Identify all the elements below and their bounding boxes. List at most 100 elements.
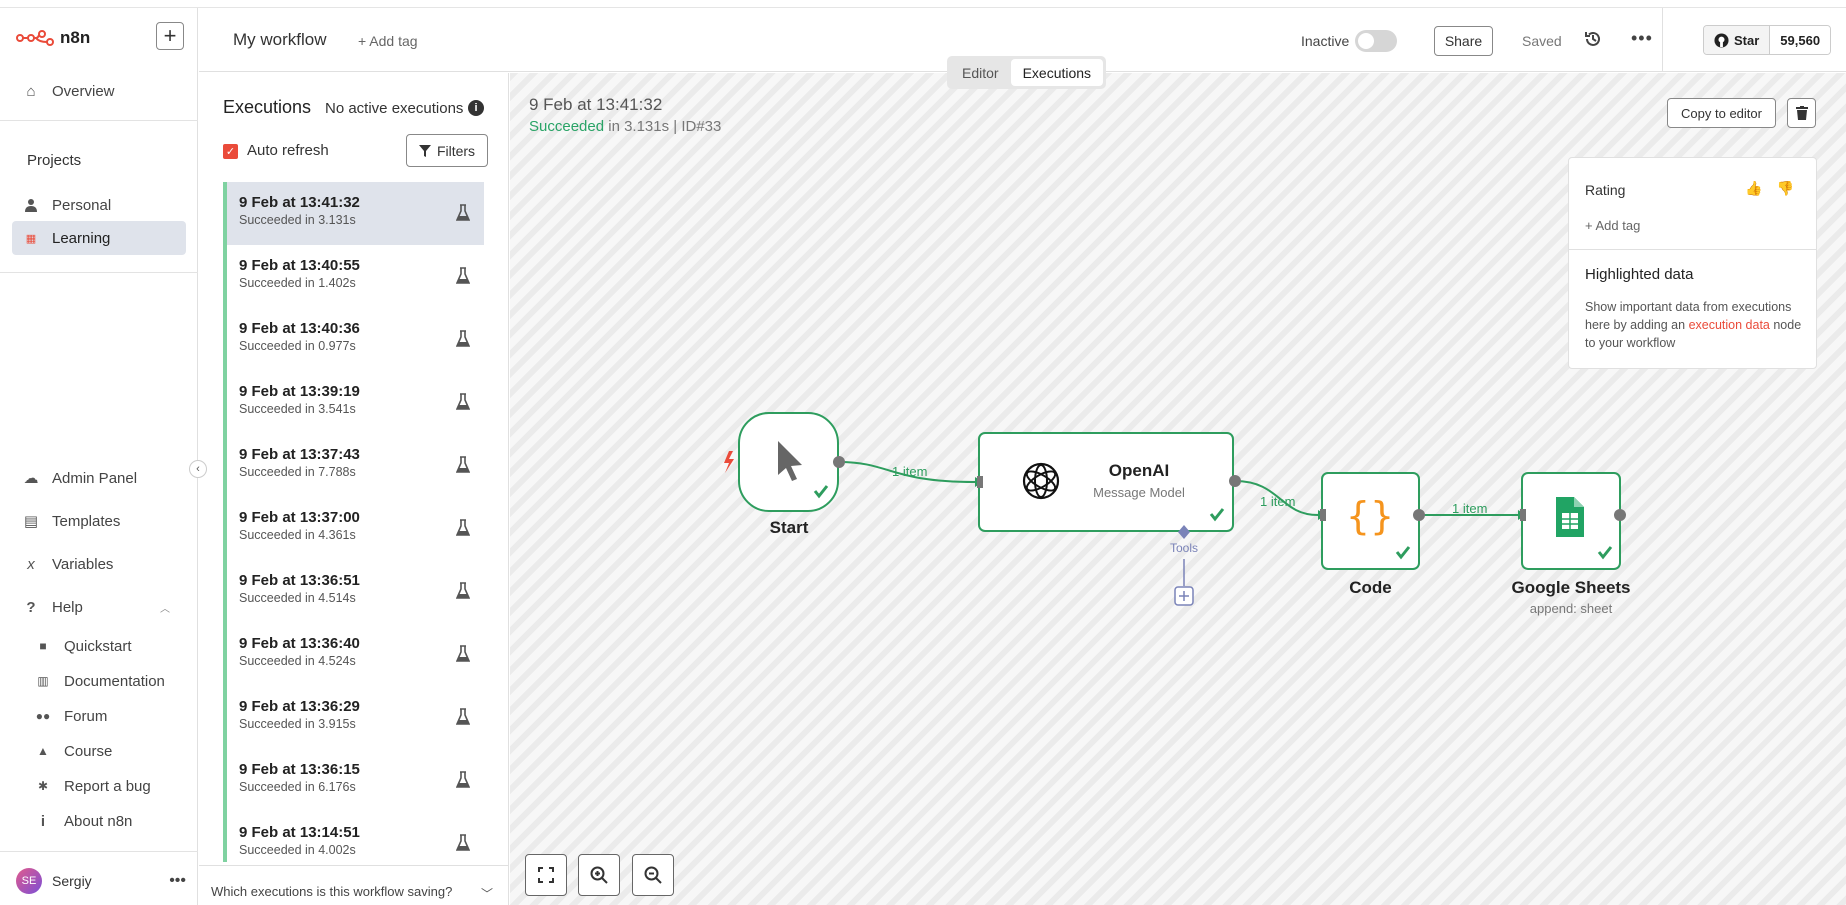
execution-status: Succeeded in 4.361s	[239, 528, 356, 542]
connection-edge[interactable]	[838, 461, 976, 483]
add-tag-link[interactable]: + Add tag	[358, 33, 418, 49]
github-star-part[interactable]: Star	[1704, 26, 1771, 54]
zoom-out-button[interactable]	[632, 854, 674, 896]
input-handle[interactable]	[977, 476, 983, 488]
sidebar-item-label: Overview	[52, 82, 115, 100]
more-options-icon[interactable]: •••	[1631, 28, 1653, 48]
info-icon[interactable]: i	[468, 100, 484, 116]
execution-item[interactable]: 9 Feb at 13:36:15 Succeeded in 6.176s	[223, 749, 484, 812]
collapse-sidebar-button[interactable]: ‹	[189, 460, 207, 478]
sidebar-item-help[interactable]: ? Help ︿	[12, 590, 186, 624]
execution-date: 9 Feb at 13:37:00	[239, 509, 360, 526]
sidebar-item-label: Admin Panel	[52, 469, 138, 487]
output-handle[interactable]	[1413, 509, 1425, 521]
help-item-report-bug[interactable]: ✱ Report a bug	[34, 774, 151, 798]
share-button[interactable]: Share	[1434, 26, 1493, 56]
delete-execution-button[interactable]	[1787, 98, 1816, 128]
execution-item[interactable]: 9 Feb at 13:39:19 Succeeded in 3.541s	[223, 371, 484, 434]
projects-heading: Projects	[27, 152, 82, 169]
sidebar-item-learning[interactable]: ▦ Learning	[12, 221, 186, 255]
filters-button[interactable]: Filters	[406, 134, 488, 167]
highlighted-data-description: Show important data from executions here…	[1585, 298, 1807, 352]
sidebar-item-personal[interactable]: Personal	[12, 188, 186, 222]
execution-status: Succeeded in 4.514s	[239, 591, 356, 605]
flask-icon	[456, 771, 470, 788]
user-menu[interactable]: SE Sergiy •••	[16, 868, 186, 894]
thumbs-up-icon[interactable]: 👍	[1745, 180, 1763, 196]
top-strip	[0, 0, 1846, 8]
help-item-forum[interactable]: ●● Forum	[34, 704, 108, 728]
highlight-text-part: Show important data from executions here…	[1585, 300, 1792, 332]
project-emoji-icon: ▦	[25, 232, 37, 245]
sidebar-item-label: Help	[52, 598, 83, 616]
connection-edge[interactable]	[1234, 480, 1319, 516]
tab-editor[interactable]: Editor	[962, 64, 999, 81]
execution-item[interactable]: 9 Feb at 13:40:55 Succeeded in 1.402s	[223, 245, 484, 308]
workflow-name[interactable]: My workflow	[233, 30, 327, 49]
execution-item[interactable]: 9 Feb at 13:40:36 Succeeded in 0.977s	[223, 308, 484, 371]
trash-icon	[1795, 106, 1808, 120]
app-name: n8n	[60, 28, 91, 47]
sidebar-item-overview[interactable]: ⌂ Overview	[12, 74, 186, 108]
zoom-to-fit-button[interactable]	[525, 854, 567, 896]
tab-executions[interactable]: Executions	[1010, 59, 1104, 86]
output-handle[interactable]	[833, 456, 845, 468]
flask-icon	[456, 708, 470, 725]
google-sheets-node-subtitle: append: sheet	[1529, 601, 1613, 616]
execution-item[interactable]: 9 Feb at 13:36:51 Succeeded in 4.514s	[223, 560, 484, 623]
sidebar-item-label: Personal	[52, 196, 112, 214]
thumbs-down-icon[interactable]: 👎	[1776, 180, 1794, 196]
cloud-icon: ☁	[23, 470, 39, 487]
execution-status: Succeeded in 0.977s	[239, 339, 356, 353]
openai-node-box[interactable]	[978, 432, 1234, 532]
filters-label: Filters	[436, 142, 476, 159]
sidebar-item-admin-panel[interactable]: ☁ Admin Panel	[12, 461, 186, 495]
execution-date: 9 Feb at 13:36:15	[239, 761, 360, 778]
add-tag-link[interactable]: + Add tag	[1585, 218, 1641, 233]
openai-node-label: OpenAI	[1108, 461, 1170, 480]
bug-icon: ✱	[37, 779, 49, 793]
help-item-label: Forum	[64, 707, 108, 725]
github-star-label: Star	[1734, 32, 1760, 48]
auto-refresh-label[interactable]: Auto refresh	[247, 142, 329, 159]
execution-item[interactable]: 9 Feb at 13:41:32 Succeeded in 3.131s	[223, 182, 484, 245]
zoom-in-button[interactable]	[578, 854, 620, 896]
github-icon	[1714, 32, 1729, 48]
fullscreen-icon	[538, 867, 554, 883]
input-handle[interactable]	[1320, 509, 1326, 521]
execution-item[interactable]: 9 Feb at 13:36:29 Succeeded in 3.915s	[223, 686, 484, 749]
execution-item[interactable]: 9 Feb at 13:37:00 Succeeded in 4.361s	[223, 497, 484, 560]
n8n-logo[interactable]: n8n	[16, 28, 90, 48]
execution-item[interactable]: 9 Feb at 13:36:40 Succeeded in 4.524s	[223, 623, 484, 686]
user-icon	[22, 198, 40, 212]
execution-status: Succeeded in 4.524s	[239, 654, 356, 668]
sidebar-item-variables[interactable]: x Variables	[12, 547, 186, 581]
history-icon[interactable]	[1583, 29, 1603, 49]
execution-data-link[interactable]: execution data	[1688, 318, 1770, 332]
help-item-documentation[interactable]: ▥ Documentation	[34, 669, 165, 693]
execution-item[interactable]: 9 Feb at 13:37:43 Succeeded in 7.788s	[223, 434, 484, 497]
more-horizontal-icon[interactable]: •••	[169, 872, 186, 889]
input-handle[interactable]	[1520, 509, 1526, 521]
output-handle[interactable]	[1614, 509, 1626, 521]
tools-handle[interactable]	[1178, 525, 1190, 539]
help-item-course[interactable]: ▲ Course	[34, 739, 112, 763]
help-item-about[interactable]: i About n8n	[34, 809, 133, 833]
github-star-button[interactable]: Star 59,560	[1703, 25, 1832, 55]
view-tabs: Editor Executions	[947, 56, 1107, 89]
flask-icon	[456, 393, 470, 410]
sidebar-divider	[0, 272, 198, 273]
activation-toggle[interactable]	[1355, 30, 1397, 52]
output-handle[interactable]	[1229, 475, 1241, 487]
sidebar-item-templates[interactable]: ▤ Templates	[12, 504, 186, 538]
execution-status: Succeeded in 1.402s	[239, 276, 356, 290]
execution-item[interactable]: 9 Feb at 13:14:51 Succeeded in 4.002s	[223, 812, 484, 862]
create-button[interactable]: +	[156, 22, 184, 50]
zoom-in-icon	[590, 866, 608, 884]
github-star-count: 59,560	[1770, 26, 1831, 54]
auto-refresh-checkbox[interactable]: ✓	[223, 144, 238, 159]
workflow-canvas[interactable]: 9 Feb at 13:41:32 Succeeded in 3.131s | …	[510, 73, 1846, 905]
help-item-quickstart[interactable]: ■ Quickstart	[34, 634, 131, 658]
executions-saving-accordion[interactable]: Which executions is this workflow saving…	[199, 865, 509, 905]
copy-to-editor-button[interactable]: Copy to editor	[1667, 98, 1776, 128]
